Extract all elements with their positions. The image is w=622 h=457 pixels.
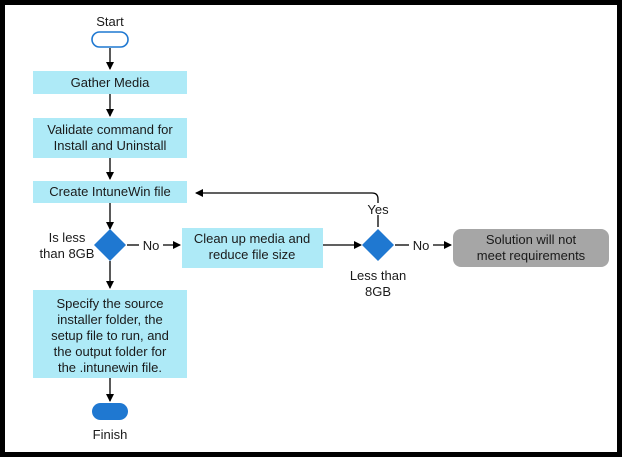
solution-label-line1: Solution will not [486, 232, 577, 247]
start-label: Start [96, 14, 124, 29]
finish-terminator [92, 403, 128, 420]
edge-decision2-loop-to-create-b [195, 189, 379, 203]
edge-label-no-1: No [143, 238, 160, 253]
cleanup-media-box [182, 228, 323, 268]
solution-label-line2: meet requirements [477, 248, 586, 263]
specify-label-line4: the output folder for [54, 344, 167, 359]
specify-label-line3: setup file to run, and [51, 328, 169, 343]
specify-label-line2: installer folder, the [57, 312, 163, 327]
specify-source-box [33, 290, 187, 378]
finish-label: Finish [93, 427, 128, 442]
solution-not-meet-box [453, 229, 609, 267]
cleanup-label-line2: reduce file size [209, 247, 296, 262]
create-label: Create IntuneWin file [49, 184, 170, 199]
less-than-label-line1: Less than [350, 268, 406, 283]
validate-label-line1: Validate command for [47, 122, 173, 137]
gather-media-box [33, 71, 187, 94]
is-less-label-line1: Is less [49, 230, 86, 245]
start-terminator [91, 31, 129, 48]
specify-label-line5: the .intunewin file. [58, 360, 162, 375]
flowchart: Start Gather Media Validate command for … [33, 14, 609, 442]
is-less-label-line2: than 8GB [40, 246, 95, 261]
validate-label-line2: Install and Uninstall [54, 138, 167, 153]
less-than-label-line2: 8GB [365, 284, 391, 299]
diagram-canvas: Start Gather Media Validate command for … [5, 5, 617, 452]
create-intunewin-box [33, 181, 187, 203]
gather-media-label: Gather Media [71, 75, 151, 90]
edge-label-no-2: No [413, 238, 430, 253]
validate-command-box [33, 118, 187, 158]
edge-label-yes: Yes [367, 202, 389, 217]
connectors [106, 48, 452, 402]
less-than-8gb-decision [362, 229, 394, 261]
cleanup-label-line1: Clean up media and [194, 231, 310, 246]
specify-label-line1: Specify the source [57, 296, 164, 311]
is-less-than-8gb-decision [94, 229, 126, 261]
